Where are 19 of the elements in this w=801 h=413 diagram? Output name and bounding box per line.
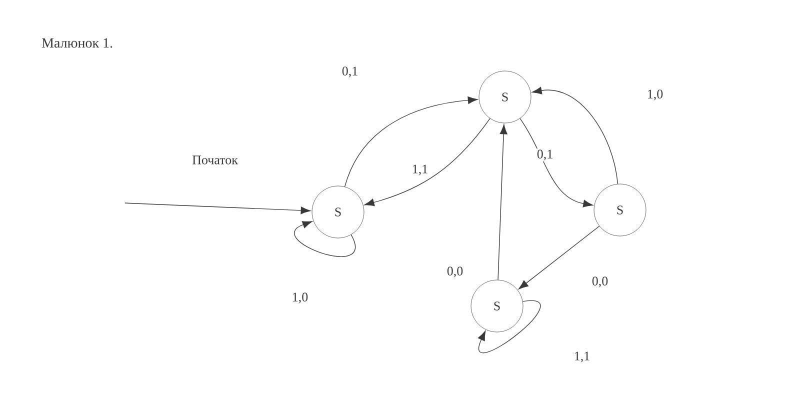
figure-title: Малюнок 1. <box>42 38 112 48</box>
arrow <box>498 124 508 280</box>
arrow <box>364 118 490 206</box>
arrow <box>344 96 478 188</box>
start-arrow <box>124 202 311 214</box>
edge-label: 0,0 <box>592 276 608 288</box>
edge-label: 0,0 <box>447 266 463 278</box>
edge-label: 0,1 <box>342 66 358 78</box>
loop-arrow <box>294 221 356 257</box>
loop-arrow <box>478 300 540 353</box>
edge-label: 0,1 <box>537 150 552 160</box>
edge-label: 1,1 <box>575 352 590 362</box>
edge-label: 1,1 <box>413 164 428 176</box>
edge-label: 1,0 <box>648 90 663 100</box>
edge-label: Початок <box>192 156 238 164</box>
arrow <box>532 86 618 184</box>
arrow <box>520 118 594 208</box>
arrow <box>518 226 600 290</box>
edge-label: 1,0 <box>293 292 308 304</box>
